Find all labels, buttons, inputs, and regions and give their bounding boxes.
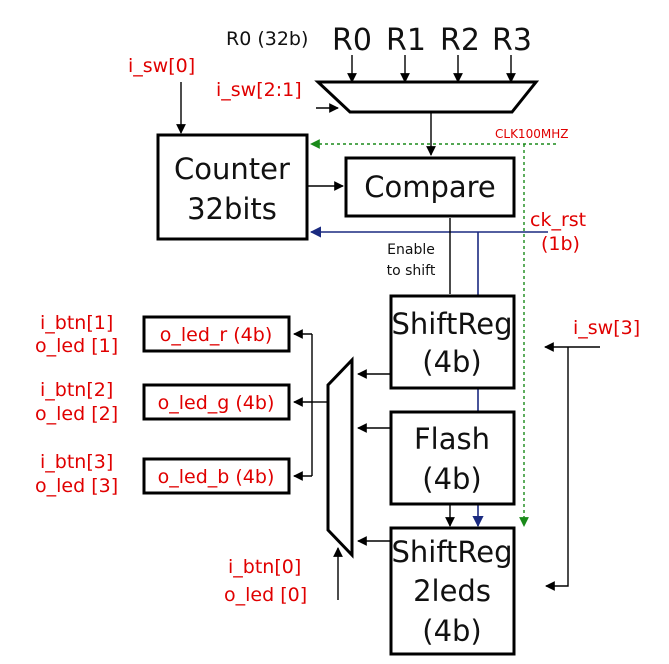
clk-label: CLK100MHZ [495,127,568,141]
counter-block [156,133,309,241]
led-r-box [142,315,291,353]
i-sw-0-label: i_sw[0] [128,55,195,77]
register-r1-label: R1 [386,23,426,58]
flash-block [389,410,516,506]
shiftreg-block [389,294,516,390]
i-sw-3-label: i_sw[3] [573,317,640,339]
i-btn-0-label: i_btn[0] [228,556,301,578]
shiftreg2-label-3: (4b) [422,614,482,648]
o-led-3-label: o_led [3] [35,475,118,497]
register-r3-label: R3 [492,23,532,58]
i-sw-3-arrow-shiftreg2 [545,347,569,591]
counter-label-2: 32bits [187,192,277,226]
counter-label-1: Counter [174,152,290,186]
i-btn-2-label: i_btn[2] [40,379,113,401]
i-btn-3-label: i_btn[3] [40,451,113,473]
shiftreg-label-2: (4b) [422,345,482,379]
i-btn-1-label: i_btn[1] [40,312,113,334]
registers-title: R0 (32b) [226,28,308,50]
compare-label: Compare [364,170,496,204]
flash-label-2: (4b) [422,462,482,496]
flash-label-1: Flash [414,422,490,456]
led-b-box [142,457,291,495]
o-led-1-label: o_led [1] [35,335,118,357]
ck-rst-width-label: (1b) [541,233,580,255]
o-led-0-label: o_led [0] [224,584,307,606]
i-sw-2-1-label: i_sw[2:1] [216,79,302,101]
register-mux [314,80,540,114]
led-b-label: o_led_b (4b) [158,466,275,488]
enable-label-2: to shift [387,263,436,279]
shiftreg-2leds-block [389,526,516,656]
shiftreg-label-1: ShiftReg [391,307,512,341]
compare-block [344,156,516,218]
o-led-2-label: o_led [2] [35,403,118,425]
enable-label-1: Enable [387,242,435,258]
ck-rst-label: ck_rst [530,209,586,231]
led-mux [326,356,354,559]
led-g-label: o_led_g (4b) [158,392,275,414]
shiftreg2-label-1: ShiftReg [391,535,512,569]
shiftreg2-label-2: 2leds [413,574,491,608]
register-r0-label: R0 [332,23,372,58]
register-r2-label: R2 [440,23,480,58]
led-g-box [142,383,291,421]
led-r-label: o_led_r (4b) [160,324,272,346]
